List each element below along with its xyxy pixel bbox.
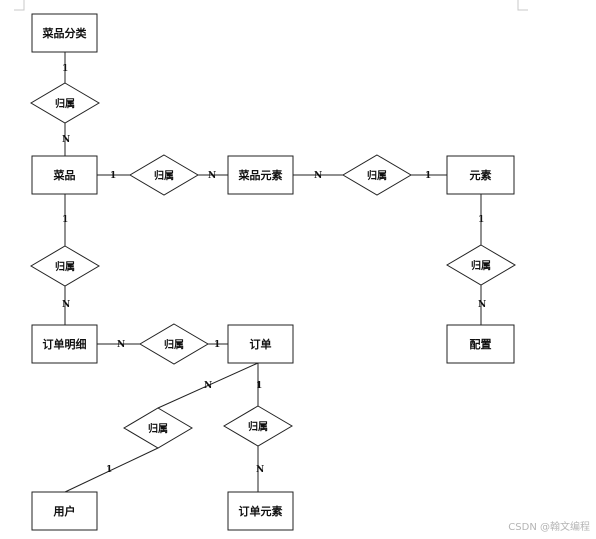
entity-user — [31, 491, 98, 531]
card-element-side-config: 1 — [478, 215, 484, 225]
rel-label-dishelement-element: 归属 — [367, 169, 387, 182]
entity-dish — [31, 155, 98, 195]
entity-label-user: 用户 — [54, 504, 76, 518]
rel-label-dish-dishelement: 归属 — [154, 169, 174, 182]
entity-label-order-element: 订单元素 — [239, 504, 283, 518]
relationship-labels: 归属 归属 归属 归属 归属 归属 归属 归属 — [55, 97, 491, 435]
connector-lines — [64, 52, 482, 493]
page-corner-marks — [14, 0, 528, 11]
cardinality-labels: 1 N 1 N N 1 1 N 1 N N 1 N 1 1 N — [62, 64, 486, 475]
rel-dish-dishelement-diamond — [129, 154, 199, 196]
line-user-rel-to-user — [64, 447, 159, 493]
rel-dishelement-element-diamond — [342, 154, 412, 196]
relationships — [30, 82, 516, 449]
card-element-side-dishelement: 1 — [425, 171, 431, 181]
entity-label-dish-element: 菜品元素 — [238, 168, 283, 182]
card-user-side: 1 — [106, 465, 112, 475]
card-dishelement-side-element: N — [314, 171, 322, 181]
rel-dish-orderdetail-diamond — [30, 245, 100, 287]
entity-order-element — [227, 491, 294, 531]
card-category-side: 1 — [62, 64, 68, 74]
entity-label-element: 元素 — [470, 168, 492, 182]
card-order-side-orderelement: 1 — [256, 381, 262, 391]
rel-label-dish-orderdetail: 归属 — [55, 260, 75, 273]
entity-order-detail — [31, 324, 98, 364]
rel-label-order-user: 归属 — [148, 422, 168, 435]
entity-label-order-detail: 订单明细 — [43, 337, 87, 351]
watermark-text: CSDN @翰文编程 — [508, 522, 590, 533]
rel-label-order-orderelement: 归属 — [248, 420, 268, 433]
rel-order-orderelement-diamond — [223, 405, 293, 447]
entity-dish-category — [31, 13, 98, 53]
card-orderelement-side: N — [256, 465, 264, 475]
entity-labels: 菜品分类 菜品 菜品元素 元素 配置 订单明细 订单 用户 订单元素 — [42, 26, 492, 518]
entity-label-order: 订单 — [250, 337, 272, 351]
entity-label-config: 配置 — [470, 337, 492, 351]
entity-label-dish: 菜品 — [53, 168, 76, 182]
card-dishelement-side-dish: N — [208, 171, 216, 181]
entity-order — [227, 324, 294, 364]
entity-config — [446, 324, 515, 364]
rel-category-dish-diamond — [30, 82, 100, 124]
rel-orderdetail-order-diamond — [139, 323, 209, 365]
card-dish-side-dishelement: 1 — [110, 171, 116, 181]
rel-label-orderdetail-order: 归属 — [164, 338, 184, 351]
rel-label-category-dish: 归属 — [55, 97, 75, 110]
card-dish-side-category: N — [62, 135, 70, 145]
card-orderdetail-side-order: N — [117, 340, 125, 350]
card-order-side-orderdetail: 1 — [214, 340, 220, 350]
card-config-side: N — [478, 300, 486, 310]
rel-label-element-config: 归属 — [471, 259, 491, 272]
entity-label-dish-category: 菜品分类 — [42, 26, 88, 40]
entities — [31, 13, 515, 531]
rel-order-user-diamond — [123, 407, 193, 449]
rel-element-config-diamond — [446, 244, 516, 286]
entity-element — [446, 155, 515, 195]
card-orderdetail-side-dish: N — [62, 300, 70, 310]
card-order-side-user: N — [204, 381, 212, 391]
card-dish-side-orderdetail: 1 — [62, 215, 68, 225]
entity-dish-element — [227, 155, 294, 195]
line-order-to-user-rel — [157, 362, 259, 409]
